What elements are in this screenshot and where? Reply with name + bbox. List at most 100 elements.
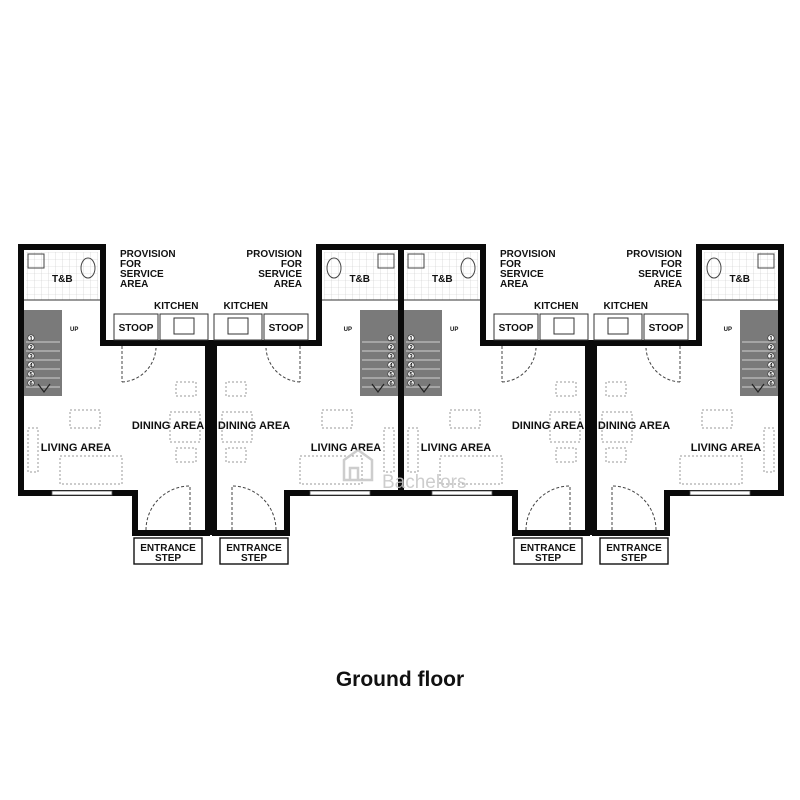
stair-step-marker	[407, 379, 415, 387]
provision-label: SERVICE	[120, 269, 164, 280]
entrance-sill	[132, 530, 210, 536]
stair-step-marker	[767, 343, 775, 351]
entrance-step-box	[599, 537, 669, 565]
party-wall	[205, 340, 211, 535]
rear-wall	[18, 244, 106, 250]
kitchen-counter	[159, 313, 209, 341]
entrance-door-swing	[145, 485, 191, 531]
provision-label: FOR	[281, 259, 303, 270]
provision-label: SERVICE	[638, 269, 682, 280]
dining-chair	[175, 381, 197, 397]
entrance-step-label: STEP	[155, 553, 181, 564]
living-side-cabinet	[763, 427, 775, 473]
dining-chair	[225, 381, 247, 397]
entrance-wall	[664, 490, 670, 535]
stair-step-number: 3	[409, 355, 413, 361]
lavatory-fixture	[407, 253, 425, 269]
stoop-box	[643, 313, 689, 341]
stoop-label: STOOP	[499, 323, 534, 334]
lavatory-fixture	[27, 253, 45, 269]
living-sofa	[439, 455, 503, 485]
entrance-wall	[512, 490, 518, 535]
stair-step-number: 6	[29, 382, 33, 388]
stair-step-number: 1	[409, 337, 413, 343]
dining-area-label: DINING AREA	[218, 420, 290, 432]
living-sofa	[679, 455, 743, 485]
stair-step-number: 1	[389, 337, 393, 343]
stair-step-marker	[27, 343, 35, 351]
watermark: Bachelors	[342, 448, 467, 493]
stoop-box	[113, 313, 159, 341]
back-door-swing	[645, 346, 681, 383]
provision-label: SERVICE	[500, 269, 544, 280]
toilet-fixture	[80, 257, 96, 279]
front-window	[51, 490, 113, 496]
tb-wall	[100, 244, 106, 346]
bathroom-tiles	[704, 252, 776, 300]
stair-step-number: 4	[29, 364, 33, 370]
living-side-cabinet	[407, 427, 419, 473]
rear-wall	[398, 244, 486, 250]
stair-step-number: 1	[769, 337, 773, 343]
living-area-label: LIVING AREA	[311, 442, 382, 454]
provision-label: PROVISION	[246, 249, 302, 260]
kitchen-wall	[212, 340, 322, 346]
tb-label: T&B	[52, 274, 73, 285]
stair-arrow	[37, 383, 51, 393]
entrance-step-label: ENTRANCE	[606, 543, 662, 554]
provision-label: PROVISION	[626, 249, 682, 260]
stair-step-marker	[767, 370, 775, 378]
back-door-swing	[265, 346, 301, 383]
kitchen-sink	[173, 317, 195, 335]
bathroom-tiles	[406, 252, 478, 300]
bathroom-tiles	[26, 252, 98, 300]
stair-step-marker	[407, 370, 415, 378]
stair-step-number: 6	[389, 382, 393, 388]
kitchen-label: KITCHEN	[604, 301, 648, 312]
stair-step-marker	[407, 343, 415, 351]
entrance-step-box	[133, 537, 203, 565]
kitchen-counter	[539, 313, 589, 341]
stair-up-label: UP	[724, 327, 732, 333]
stair-step-number: 1	[29, 337, 33, 343]
stair-step-marker	[767, 379, 775, 387]
entrance-sill	[512, 530, 590, 536]
dining-table	[221, 411, 253, 443]
living-area-label: LIVING AREA	[41, 442, 112, 454]
entrance-step-box	[513, 537, 583, 565]
entrance-sill	[592, 530, 670, 536]
lavatory-fixture	[377, 253, 395, 269]
entrance-step-box	[219, 537, 289, 565]
stair-step-marker	[27, 361, 35, 369]
living-sofa	[59, 455, 123, 485]
stair-step-marker	[387, 334, 395, 342]
party-wall	[585, 340, 591, 535]
tb-label: T&B	[432, 274, 453, 285]
stair-step-number: 5	[29, 373, 33, 379]
stair-step-marker	[27, 352, 35, 360]
entrance-sill	[212, 530, 290, 536]
stair-up-label: UP	[450, 327, 458, 333]
stair-step-marker	[27, 379, 35, 387]
side-wall	[398, 244, 404, 496]
unit-3: T&BPROVISIONFORSERVICEAREAKITCHENSTOOP12…	[398, 244, 591, 565]
provision-label: SERVICE	[258, 269, 302, 280]
stair-up-label: UP	[70, 327, 78, 333]
living-area-label: LIVING AREA	[421, 442, 492, 454]
stair-step-marker	[387, 361, 395, 369]
stair-step-marker	[407, 352, 415, 360]
living-sofa	[449, 409, 481, 429]
provision-label: FOR	[500, 259, 522, 270]
stair-step-marker	[767, 352, 775, 360]
tb-wall	[696, 244, 702, 346]
stair-arrow	[417, 383, 431, 393]
kitchen-counter	[213, 313, 263, 341]
entrance-step-label: ENTRANCE	[140, 543, 196, 554]
lavatory-fixture	[757, 253, 775, 269]
stair-step-marker	[387, 343, 395, 351]
entrance-step-label: ENTRANCE	[226, 543, 282, 554]
stair-step-number: 2	[409, 346, 413, 352]
dining-table	[549, 411, 581, 443]
stair-step-marker	[387, 379, 395, 387]
stair-step-marker	[387, 370, 395, 378]
